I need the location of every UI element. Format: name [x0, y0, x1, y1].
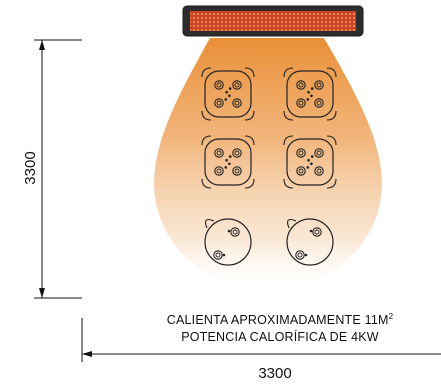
width-dimension-label: 3300	[258, 365, 291, 382]
table	[286, 218, 334, 266]
power-caption: POTENCIA CALORÍFICA DE 4KW	[181, 330, 379, 344]
chair-icon	[296, 166, 306, 176]
chair-icon	[296, 80, 306, 90]
chair-icon	[214, 98, 224, 108]
tables-group	[201, 67, 337, 266]
chair-icon	[230, 227, 240, 237]
heater-icon	[182, 5, 364, 37]
chair-icon	[213, 250, 223, 260]
chair-icon	[232, 166, 242, 176]
table	[283, 135, 337, 189]
area-superscript: 2	[388, 312, 394, 321]
table	[201, 135, 255, 189]
heat-zone	[154, 38, 382, 288]
chair-icon	[295, 250, 305, 260]
chair-icon	[312, 227, 322, 237]
height-dimension: 3300	[22, 39, 82, 299]
chair-icon	[232, 148, 242, 158]
chair-icon	[314, 166, 324, 176]
chair-icon	[214, 166, 224, 176]
chair-icon	[314, 80, 324, 90]
chair-icon	[314, 98, 324, 108]
table	[204, 218, 252, 266]
width-dimension: 3300	[81, 318, 441, 382]
table	[201, 67, 255, 121]
chair-icon	[232, 80, 242, 90]
table	[283, 67, 337, 121]
coverage-caption: CALIENTA APROXIMADAMENTE 11M2	[166, 312, 394, 327]
chair-icon	[214, 148, 224, 158]
height-dimension-label: 3300	[22, 151, 39, 184]
chair-icon	[232, 98, 242, 108]
chair-icon	[314, 148, 324, 158]
chair-icon	[296, 148, 306, 158]
chair-icon	[214, 80, 224, 90]
chair-icon	[296, 98, 306, 108]
